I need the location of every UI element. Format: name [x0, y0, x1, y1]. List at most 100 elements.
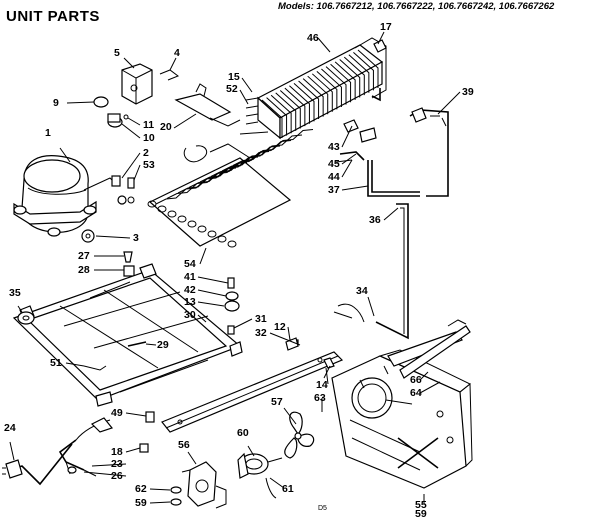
leader-line [341, 185, 369, 191]
leader-line [383, 207, 399, 221]
leader-line [121, 123, 141, 139]
leader-line [127, 117, 141, 126]
callout-66: 66 [410, 374, 422, 386]
leader-line [385, 399, 413, 405]
leader-line [197, 289, 227, 297]
leader-line [145, 343, 157, 346]
evaporator-coil [147, 129, 314, 248]
leader-line [59, 147, 71, 163]
callout-20: 20 [160, 121, 172, 133]
leader-line [341, 153, 357, 165]
fan-blade [284, 411, 315, 459]
overload-protector [93, 96, 129, 128]
callout-59: 59 [135, 497, 147, 509]
callout-9: 9 [53, 97, 59, 109]
callout-2: 2 [143, 147, 149, 159]
leader-line [377, 31, 385, 45]
leader-line [91, 463, 127, 467]
callout-24: 24 [4, 422, 16, 434]
leader-line [197, 276, 229, 284]
leader-line [283, 407, 297, 425]
callout-53: 53 [143, 159, 155, 171]
leader-line [437, 91, 461, 115]
callout-32: 32 [255, 327, 267, 339]
callout-30: 30 [184, 309, 196, 321]
callout-28: 28 [78, 264, 90, 276]
leader-line [269, 477, 285, 489]
leader-line [239, 89, 249, 105]
leader-line [17, 305, 23, 313]
callout-61: 61 [282, 483, 294, 495]
callout-60: 60 [237, 427, 249, 439]
leader-line [419, 371, 429, 381]
callout-17: 17 [380, 21, 392, 33]
leader-line [173, 113, 197, 129]
callout-10: 10 [143, 132, 155, 144]
leader-line [247, 445, 255, 457]
callout-3: 3 [133, 232, 139, 244]
fan-motor [237, 452, 283, 499]
leader-line [9, 441, 15, 461]
small-screws [224, 277, 240, 312]
callout-63: 63 [314, 392, 326, 404]
leader-line [149, 488, 171, 491]
callout-59-repeat: 59 [415, 508, 427, 519]
drier-and-tubing [335, 109, 449, 197]
leader-line [241, 77, 253, 93]
callout-55: 55 [415, 499, 427, 511]
compressor [13, 155, 119, 237]
callout-56: 56 [178, 439, 190, 451]
callout-54: 54 [184, 258, 196, 270]
callout-36: 36 [369, 214, 381, 226]
callout-23: 23 [111, 458, 123, 470]
leader-line [199, 247, 207, 265]
callout-64: 64 [410, 387, 422, 399]
callout-29: 29 [157, 339, 169, 351]
motor-bracket [181, 461, 227, 509]
leader-line [419, 381, 441, 394]
fan-housing [331, 349, 473, 489]
callout-5: 5 [114, 47, 120, 59]
leader-line [197, 301, 225, 307]
callout-27: 27 [78, 250, 90, 262]
leader-line [233, 318, 253, 329]
leader-line [125, 447, 141, 453]
callout-45: 45 [328, 158, 340, 170]
leader-line [341, 125, 353, 148]
base-frame [12, 263, 243, 407]
callout-46: 46 [307, 32, 319, 44]
callout-12: 12 [274, 321, 286, 333]
drain-tube [375, 203, 409, 340]
leader-line [197, 314, 207, 323]
callout-11: 11 [143, 119, 154, 131]
power-cord [2, 411, 155, 486]
callout-44: 44 [328, 171, 340, 183]
callout-34: 34 [356, 285, 368, 297]
diagram-title: UNIT PARTS [6, 8, 100, 25]
leader-line [149, 501, 171, 504]
callout-52: 52 [226, 83, 238, 95]
leader-line [269, 332, 301, 346]
drawing-code: D5 [318, 505, 327, 512]
fitting-39 [411, 107, 427, 123]
grommet [17, 311, 35, 325]
leader-line [66, 101, 95, 104]
callout-1: 1 [45, 127, 51, 139]
leader-lines [9, 31, 461, 504]
leader-line [187, 451, 197, 465]
screw-14 [323, 357, 335, 369]
callout-42: 42 [184, 284, 196, 296]
leader-line [95, 235, 131, 239]
leader-line [123, 57, 135, 69]
leader-line [133, 164, 141, 181]
callout-43: 43 [328, 141, 340, 153]
mounting-bracket [174, 83, 241, 127]
leader-line [169, 57, 177, 71]
leader-line [65, 362, 85, 367]
callout-37: 37 [328, 184, 340, 196]
callout-13: 13 [184, 296, 196, 308]
callout-26: 26 [111, 470, 123, 482]
